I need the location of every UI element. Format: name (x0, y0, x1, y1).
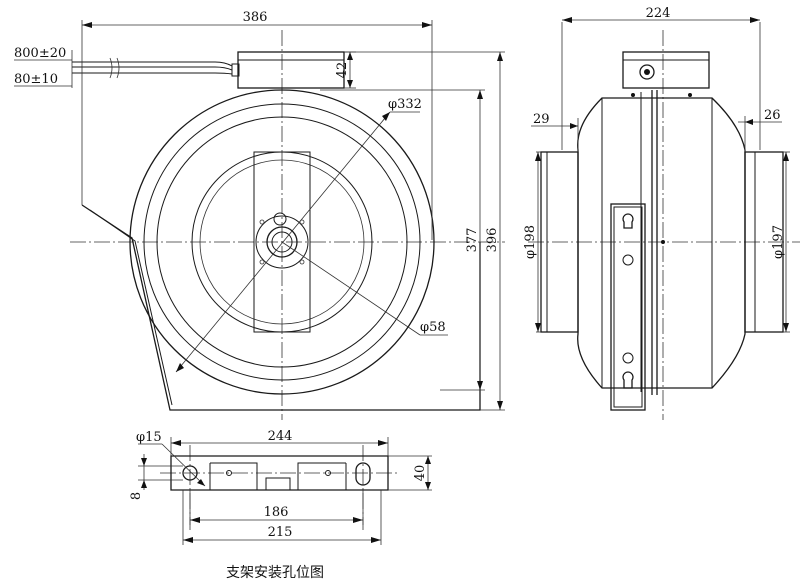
outer-housing-circle (129, 89, 435, 395)
screw-hole-3 (259, 259, 265, 265)
bracket-center-notch (265, 477, 291, 490)
arrow (477, 381, 483, 390)
hub-shaft-circle (271, 231, 293, 253)
arrow (497, 52, 503, 61)
arrow (783, 152, 789, 161)
screw-hole-1 (259, 219, 265, 225)
dim-15-label: φ15 (136, 430, 162, 445)
arrow (497, 401, 503, 410)
bracket-caption: 支架安装孔位图 (226, 565, 324, 581)
side-view: 224 29 26 φ198 φ197 (523, 6, 800, 420)
keyhole-slot-top-icon (622, 213, 634, 229)
bracket-hole-icon-2 (622, 352, 634, 364)
cable-gland-core-icon (644, 69, 650, 75)
outlet-collar (744, 151, 784, 333)
arrow (783, 323, 789, 332)
dim-15-leader (161, 443, 206, 487)
dim-377-label: 377 (465, 228, 480, 253)
dim-332-label: φ332 (388, 97, 422, 112)
bracket-hole-icon (622, 254, 634, 266)
arrow (535, 152, 541, 161)
dim-215-label: 215 (268, 525, 293, 540)
inlet-ring-circle (156, 116, 408, 368)
arrow (425, 456, 431, 464)
side-terminal-box (622, 51, 710, 89)
terminal-box (237, 51, 345, 89)
arrow (183, 537, 193, 543)
arrow (422, 22, 432, 28)
scroll-housing-inner (89, 209, 173, 406)
arrow (141, 480, 147, 488)
hub-circle (266, 226, 298, 258)
dim-197-label: φ197 (771, 225, 786, 259)
arrow (570, 123, 578, 129)
dim-800-label: 800±20 (14, 46, 66, 61)
dim-8-label: 8 (129, 492, 144, 500)
side-mount-bracket-inner (613, 206, 643, 408)
side-mount-bracket (610, 203, 646, 411)
side-screw-icon-2 (688, 93, 692, 97)
dim-40-label: 40 (413, 465, 428, 482)
screw-hole-4 (299, 259, 305, 265)
arrow (750, 17, 760, 23)
side-center-dot (661, 240, 665, 244)
bracket-mount-slot-right-icon (355, 462, 371, 486)
keyhole-slot-bottom-icon (622, 371, 634, 389)
cable-wire-1 (72, 61, 233, 67)
dim-186-label: 186 (264, 505, 289, 520)
dim-42-label: 42 (335, 62, 350, 79)
screw-hole-2 (299, 219, 305, 225)
cable-wire-2 (72, 66, 233, 71)
bracket-plate-step (210, 462, 346, 490)
dim-26-label: 26 (764, 108, 781, 123)
arrow (371, 537, 381, 543)
bracket-small-hole-icon (226, 470, 232, 476)
dim-58-leader (281, 241, 421, 336)
dim-58-label: φ58 (420, 320, 446, 335)
arrow (745, 119, 753, 125)
bracket-mount-hole-left-icon (182, 465, 198, 481)
arrow (477, 90, 483, 99)
dim-332-leader (175, 111, 391, 373)
arrow (82, 22, 92, 28)
dim-198-label: φ198 (523, 225, 538, 259)
arrow (353, 517, 363, 523)
arrow (347, 52, 353, 60)
bracket-plate-step-sides (209, 463, 347, 490)
dim-396-label: 396 (485, 228, 500, 253)
arrow (190, 517, 200, 523)
motor-bracket-strip (253, 151, 311, 333)
cable-break-mark-2 (116, 57, 120, 79)
bracket-small-hole-icon-2 (325, 470, 331, 476)
inlet-collar (540, 151, 579, 333)
impeller-inner-circle (199, 159, 365, 325)
dim-29-label: 29 (533, 112, 550, 127)
arrow (535, 323, 541, 332)
cable-gland-icon (639, 64, 655, 80)
arrow (171, 440, 181, 446)
bracket-view: 244 φ15 8 40 186 215 支架安装孔位图 (129, 429, 432, 581)
dim-386-label: 386 (243, 10, 268, 25)
dim-244-label: 244 (268, 429, 293, 444)
housing-ring-circle (143, 103, 421, 381)
arrow (197, 479, 205, 486)
hub-bolt-circle (255, 215, 309, 269)
cable-wire-3 (72, 72, 233, 75)
cable-break-mark (109, 57, 113, 79)
arrow (347, 80, 353, 88)
arrow (562, 17, 572, 23)
hub-top-hole-icon (273, 212, 287, 226)
dim-224-label: 224 (646, 6, 671, 21)
arrow (378, 440, 388, 446)
front-view: 386 800±20 80±10 42 φ332 φ58 (14, 10, 505, 420)
arrow (141, 458, 147, 466)
arrow (382, 112, 390, 121)
side-screw-icon (631, 93, 635, 97)
dim-80-label: 80±10 (14, 72, 58, 87)
arrow (425, 482, 431, 490)
arrow (176, 363, 184, 372)
